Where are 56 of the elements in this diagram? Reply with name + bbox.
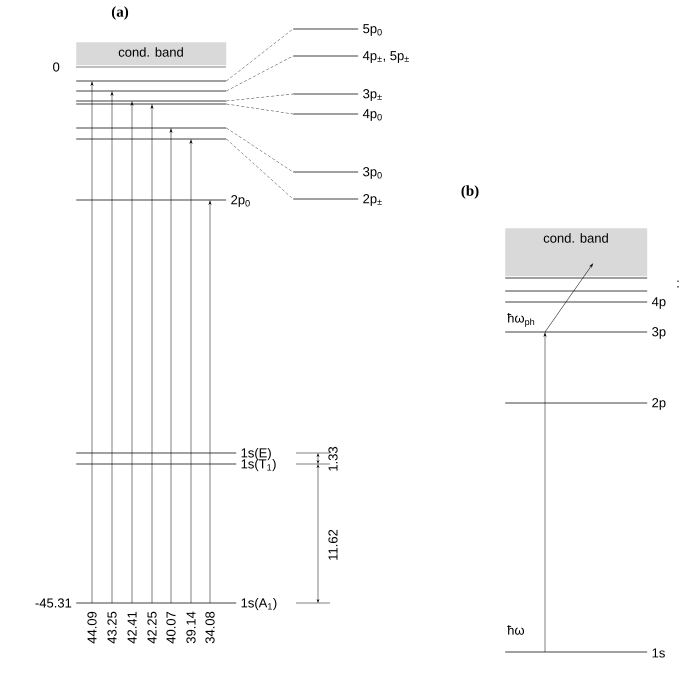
energy-value: -45.31 [36,598,72,608]
leader-line [226,94,294,102]
dimension-label: 1.33 [328,446,338,471]
dimension-label: 11.62 [328,530,338,560]
leader-line [226,138,294,200]
leader-line [226,104,294,114]
panel-label: (b) [462,185,478,199]
level-label: 1s(E) [242,448,271,460]
ellipsis: : [677,280,679,288]
level-line [293,28,358,30]
edge-label: ħω [507,625,524,635]
transition-arrow [130,102,134,604]
level-line [76,138,226,140]
level-line [76,452,236,454]
level-label: 4p [652,297,666,309]
transition-arrow [544,264,593,332]
level-line [505,290,648,292]
band-box: cond. band [76,42,226,66]
level-label: 4p$_{0}$ [362,109,382,121]
level-label: 3p$_{0}$ [363,167,382,179]
level-line [505,402,648,404]
edge-label: 43.25 [107,612,117,644]
transition-arrow [208,200,212,604]
transition-arrow [190,140,192,604]
band-box: cond. band [505,228,648,276]
edge-label: 44.09 [87,612,97,644]
transition-arrow [544,332,546,652]
level-line [76,602,236,604]
level-line [76,80,226,82]
edge-label: 42.41 [127,612,137,644]
transition-arrow [90,82,94,604]
level-label: 2p [652,398,666,410]
level-label: 4p$_{±}$, 5p$_{±}$ [362,51,409,63]
edge-label: 39.14 [186,612,196,644]
transition-arrow [170,128,172,604]
level-label: 3p$_{±}$ [363,89,382,101]
level-label: 5p$_{0}$ [363,24,382,36]
leader-line [226,128,294,172]
panel-label: (a) [112,6,128,20]
edge-label: ħω$_{ph}$ [507,313,534,327]
level-label: 2p$_{±}$ [363,194,382,206]
leader-line [226,56,294,92]
edge-label: 42.25 [147,612,157,644]
transition-arrow [150,104,154,604]
edge-label: 40.07 [166,612,176,644]
level-label: 3p [652,327,666,339]
edge-label: 34.08 [205,612,215,644]
level-label: 2p$_{0}$ [231,195,250,207]
level-label: 1s(A$_{1}$) [242,598,276,610]
level-line [76,100,226,102]
level-line [76,90,226,92]
level-label: 1s [652,648,665,658]
transition-arrow [110,92,114,604]
energy-value: 0 [53,62,60,72]
level-line [293,198,358,200]
leader-line [226,28,294,82]
